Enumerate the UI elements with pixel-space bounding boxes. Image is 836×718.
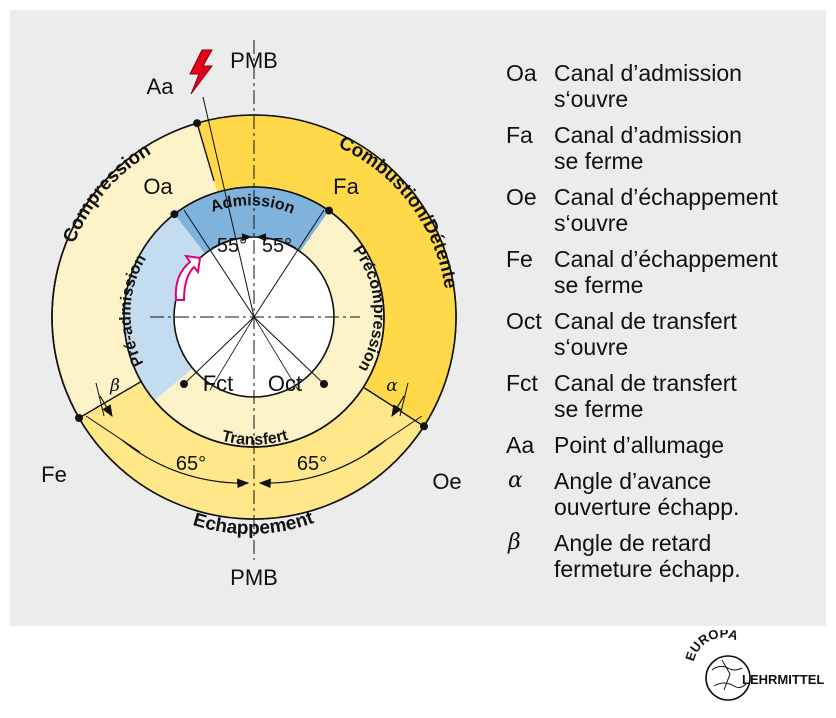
publisher-logo: EUROPA LEHRMITTEL [684, 630, 824, 701]
legend-item: Fa Canal d’admission se ferme [506, 122, 826, 174]
point-label-oa: Oa [143, 174, 173, 199]
point-label-oct: Oct [268, 371, 302, 396]
legend-description: Point d’allumage [554, 432, 725, 458]
angle-label-top-left: 55° [217, 235, 247, 257]
legend-description: Canal d’échappement se ferme [554, 246, 778, 298]
point-label-fa: Fa [333, 174, 359, 199]
legend-description: Canal de transfert s‘ouvre [554, 308, 737, 360]
pmb-bottom-label: PMB [230, 565, 278, 590]
point-label-fe: Fe [41, 462, 67, 487]
legend-description: Canal d’échappement s‘ouvre [554, 184, 778, 236]
two-stroke-timing-diagram: Compression Combustion/Détente Echappeme… [41, 40, 462, 590]
spark-icon [189, 49, 213, 95]
marker-fct [180, 380, 188, 388]
legend-description: Angle de retard fermeture échapp. [554, 530, 741, 582]
ring-label-transfert: Transfert [220, 427, 290, 449]
legend-item: Fe Canal d’échappement se ferme [506, 246, 826, 298]
logo-text: LEHRMITTEL [742, 672, 824, 687]
legend-item: Oa Canal d’admission s‘ouvre [506, 60, 826, 112]
legend-key: Fct [506, 370, 538, 396]
pmb-top-label: PMB [230, 48, 278, 73]
legend-key: Oa [506, 60, 537, 86]
marker-fe [75, 414, 83, 422]
legend-key: Aa [506, 432, 535, 458]
legend-item: Fct Canal de transfert se ferme [506, 370, 826, 422]
legend-key: Oct [506, 308, 542, 334]
marker-oa [170, 210, 179, 219]
legend-description: Canal d’admission s‘ouvre [554, 60, 742, 112]
legend-item: Oct Canal de transfert s‘ouvre [506, 308, 826, 360]
legend-key: Fe [506, 246, 533, 272]
angle-label-bottom-left: 65° [176, 453, 206, 475]
point-label-fct: Fct [203, 371, 234, 396]
legend-key: Fa [506, 122, 533, 148]
legend-item: β Angle de retard fermeture échapp. [506, 530, 826, 582]
rotation-direction-icon [174, 254, 202, 301]
marker-oct [320, 380, 328, 388]
legend-key: α [508, 468, 523, 493]
alpha-symbol: α [386, 376, 398, 396]
angle-label-bottom-right: 65° [297, 453, 327, 475]
point-label-oe: Oe [432, 469, 461, 494]
marker-aa [193, 119, 202, 128]
legend-description: Canal d’admission se ferme [554, 122, 742, 174]
legend-item: Oe Canal d’échappement s‘ouvre [506, 184, 826, 236]
marker-fa [325, 206, 333, 215]
legend-item: Aa Point d’allumage [506, 432, 826, 458]
legend-key: β [508, 530, 521, 555]
svg-text:Transfert: Transfert [220, 427, 290, 449]
point-label-aa: Aa [147, 74, 175, 99]
legend-description: Canal de transfert se ferme [554, 370, 737, 422]
beta-symbol: β [109, 376, 120, 396]
marker-oe [420, 422, 428, 431]
legend-description: Angle d’avance ouverture échapp. [554, 468, 740, 520]
legend-item: α Angle d’avance ouverture échapp. [506, 468, 826, 520]
angle-label-top-right: 55° [262, 235, 292, 257]
legend-key: Oe [506, 184, 537, 210]
